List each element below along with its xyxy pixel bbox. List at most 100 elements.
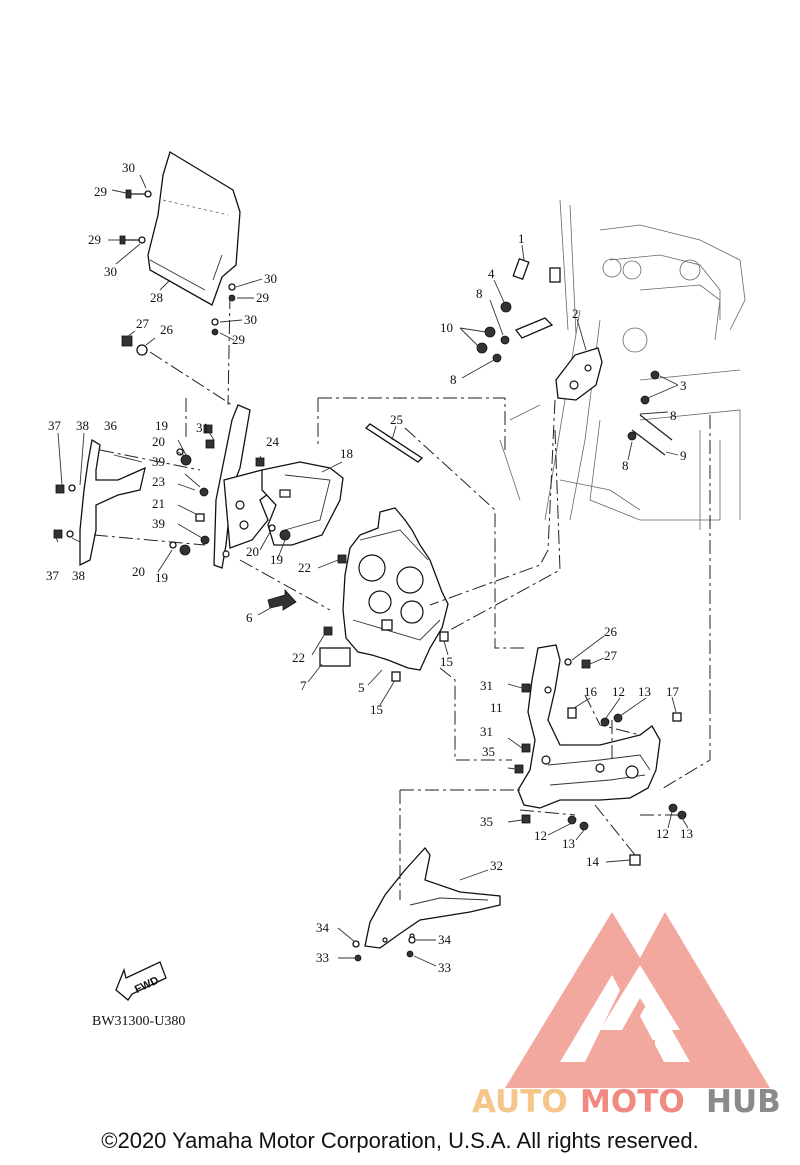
callout-29: 29 xyxy=(232,332,245,347)
nut-part-19-c xyxy=(279,529,291,541)
diagram-code: BW31300-U380 xyxy=(92,1014,185,1029)
callout-37: 37 xyxy=(46,568,60,583)
callout-16: 16 xyxy=(584,684,598,699)
windshield-stay-part xyxy=(213,404,277,569)
callout-35: 35 xyxy=(482,744,495,759)
cover-part-32 xyxy=(364,846,501,949)
clip-part-31-b xyxy=(205,439,215,449)
callout-12: 12 xyxy=(656,826,669,841)
damper-part-7 xyxy=(319,647,351,667)
callout-18: 18 xyxy=(340,446,353,461)
callout-labels: 30 29 29 30 28 30 29 30 29 27 26 37 38 3… xyxy=(46,160,693,975)
callout-13: 13 xyxy=(680,826,693,841)
callout-12: 12 xyxy=(612,684,625,699)
bolt-part-9-b xyxy=(631,429,666,456)
callout-34: 34 xyxy=(316,920,330,935)
grommet-part-21 xyxy=(195,513,205,522)
callout-10: 10 xyxy=(440,320,453,335)
grommet-part-15 xyxy=(439,631,449,642)
callout-4: 4 xyxy=(488,266,495,281)
copyright-notice: ©2020 Yamaha Motor Corporation, U.S.A. A… xyxy=(101,1128,699,1153)
washer-part-38-b xyxy=(66,530,74,538)
nut-part-29-c xyxy=(228,294,236,302)
clip-part-35-b xyxy=(521,814,531,824)
washer-part-34-b xyxy=(408,936,416,944)
nut-part-4 xyxy=(500,301,512,313)
callout-39: 39 xyxy=(152,454,165,469)
callout-19: 19 xyxy=(155,418,168,433)
callout-30: 30 xyxy=(122,160,135,175)
bolt-part-27 xyxy=(121,335,133,347)
callout-39: 39 xyxy=(152,516,165,531)
callout-22: 22 xyxy=(292,650,305,665)
callout-15: 15 xyxy=(440,654,453,669)
nut-part-29-d xyxy=(211,328,219,336)
clip-part-24 xyxy=(255,457,265,467)
watermark-logo xyxy=(505,912,770,1088)
assembly-lines xyxy=(93,294,711,900)
washer-part-30-d xyxy=(211,318,219,326)
fasteners xyxy=(53,189,687,962)
clip-part-31 xyxy=(203,424,213,434)
callout-30: 30 xyxy=(104,264,117,279)
rod-part-25 xyxy=(364,423,424,463)
panel-part-36 xyxy=(79,438,146,567)
callout-36: 36 xyxy=(104,418,118,433)
callout-31: 31 xyxy=(196,420,209,435)
callout-11: 11 xyxy=(490,700,503,715)
nut-part-8-c xyxy=(627,431,637,441)
bracket-part-5 xyxy=(342,507,449,671)
callout-6: 6 xyxy=(246,610,253,625)
clip-part-35 xyxy=(514,764,524,774)
clip-part-31-d xyxy=(521,743,531,753)
callout-38: 38 xyxy=(72,568,85,583)
washer-part-20-c xyxy=(268,524,276,532)
nut-part-22-b xyxy=(323,626,333,636)
watermark-hub: HUB xyxy=(706,1084,781,1120)
grommet-part-14 xyxy=(629,854,641,866)
callout-33: 33 xyxy=(316,950,329,965)
bolt-part-37 xyxy=(55,484,65,494)
callout-26: 26 xyxy=(604,624,618,639)
bolt-part-27-b xyxy=(581,659,591,669)
nut-part-12-b xyxy=(567,815,577,825)
nut-part-12-c xyxy=(668,803,678,813)
callout-38: 38 xyxy=(76,418,89,433)
callout-7: 7 xyxy=(300,678,307,693)
clip-part-31-c xyxy=(521,683,531,693)
callout-25: 25 xyxy=(390,412,403,427)
nut-part-22 xyxy=(337,554,347,564)
windshield-part-28 xyxy=(147,151,241,306)
callout-8: 8 xyxy=(476,286,483,301)
bolt-part-9 xyxy=(639,414,673,441)
callout-5: 5 xyxy=(358,680,365,695)
callout-14: 14 xyxy=(586,854,600,869)
nut-part-10 xyxy=(484,326,496,338)
callout-22: 22 xyxy=(298,560,311,575)
leader-lines xyxy=(55,174,689,967)
nut-part-12 xyxy=(600,717,610,727)
plate-part-2 xyxy=(512,257,603,401)
bolt-part-13-c xyxy=(677,810,687,820)
nut-part-8 xyxy=(500,335,510,345)
washer-part-20 xyxy=(176,448,184,456)
bolt-part-33-b xyxy=(406,950,414,958)
callout-15: 15 xyxy=(370,702,383,717)
callout-29: 29 xyxy=(88,232,101,247)
callout-8: 8 xyxy=(622,458,629,473)
callout-2: 2 xyxy=(572,306,579,321)
washer-part-30-c xyxy=(228,283,236,291)
callout-8: 8 xyxy=(450,372,457,387)
nut-part-3-b xyxy=(640,395,650,405)
callout-12: 12 xyxy=(534,828,547,843)
callout-23: 23 xyxy=(152,474,165,489)
callout-32: 32 xyxy=(490,858,503,873)
washer-part-26 xyxy=(136,344,148,356)
callout-13: 13 xyxy=(638,684,651,699)
nut-part-10-b xyxy=(476,342,488,354)
watermark-wordmark: AUTO MOTO HUB xyxy=(472,1084,781,1120)
callout-26: 26 xyxy=(160,322,174,337)
callout-34: 34 xyxy=(438,932,452,947)
grommet-part-16 xyxy=(567,707,577,719)
